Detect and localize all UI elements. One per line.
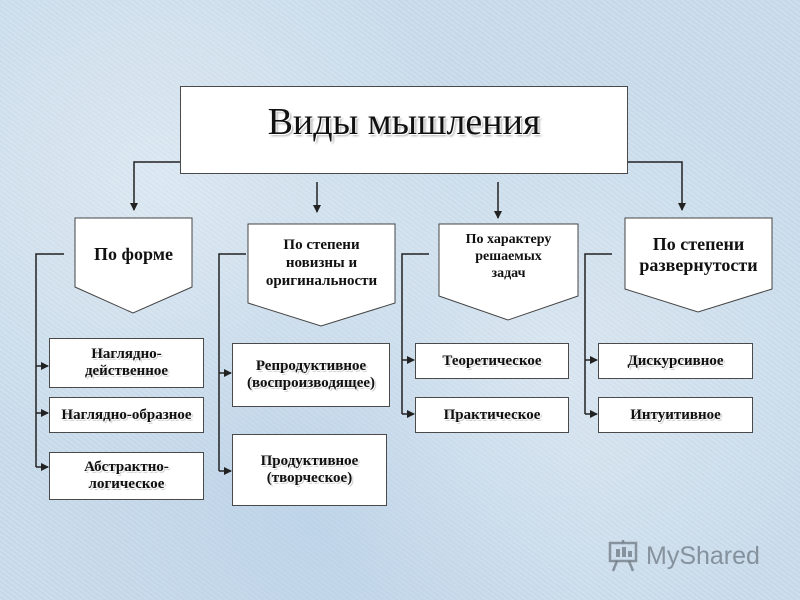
item-discursive: Дискурсивное (598, 343, 753, 379)
bracket-category-2 (218, 253, 246, 471)
bracket-category-3 (401, 253, 429, 414)
category-2-label: По степени новизны и оригинальности (265, 237, 378, 289)
category-4-shape (624, 217, 773, 313)
item-abstract-logical: Абстрактно- логическое (49, 452, 204, 500)
watermark-logo: MyShared (606, 538, 760, 574)
item-productive: Продуктивное (творческое) (232, 434, 387, 506)
category-2-shape (247, 223, 396, 327)
item-intuitive: Интуитивное (598, 397, 753, 433)
item-concrete-action: Наглядно- действенное (49, 338, 204, 388)
item-reproductive: Репродуктивное (воспроизводящее) (232, 343, 390, 407)
category-shapes (74, 217, 773, 327)
bracket-category-4 (584, 253, 612, 414)
item-theoretical: Теоретическое (415, 343, 569, 379)
diagram-title: Виды мышления (267, 101, 541, 143)
title-connectors (130, 161, 686, 219)
item-connectors (35, 253, 612, 475)
item-visual-imagery: Наглядно-образное (49, 397, 204, 433)
category-1-shape (74, 217, 193, 314)
category-3-shape (438, 223, 579, 321)
title-box: Виды мышления (180, 86, 628, 174)
connector-to-category-4 (628, 161, 686, 211)
item-practical: Практическое (415, 397, 569, 433)
watermark-text: MyShared (646, 541, 760, 570)
category-4-label: По степени развернутости (639, 234, 758, 275)
category-3-label: По характеру решаемых задач (465, 232, 552, 281)
category-1-label: По форме (94, 244, 173, 264)
bracket-category-1 (35, 253, 64, 467)
presentation-board-icon (608, 540, 638, 572)
connector-to-category-1 (130, 161, 180, 211)
